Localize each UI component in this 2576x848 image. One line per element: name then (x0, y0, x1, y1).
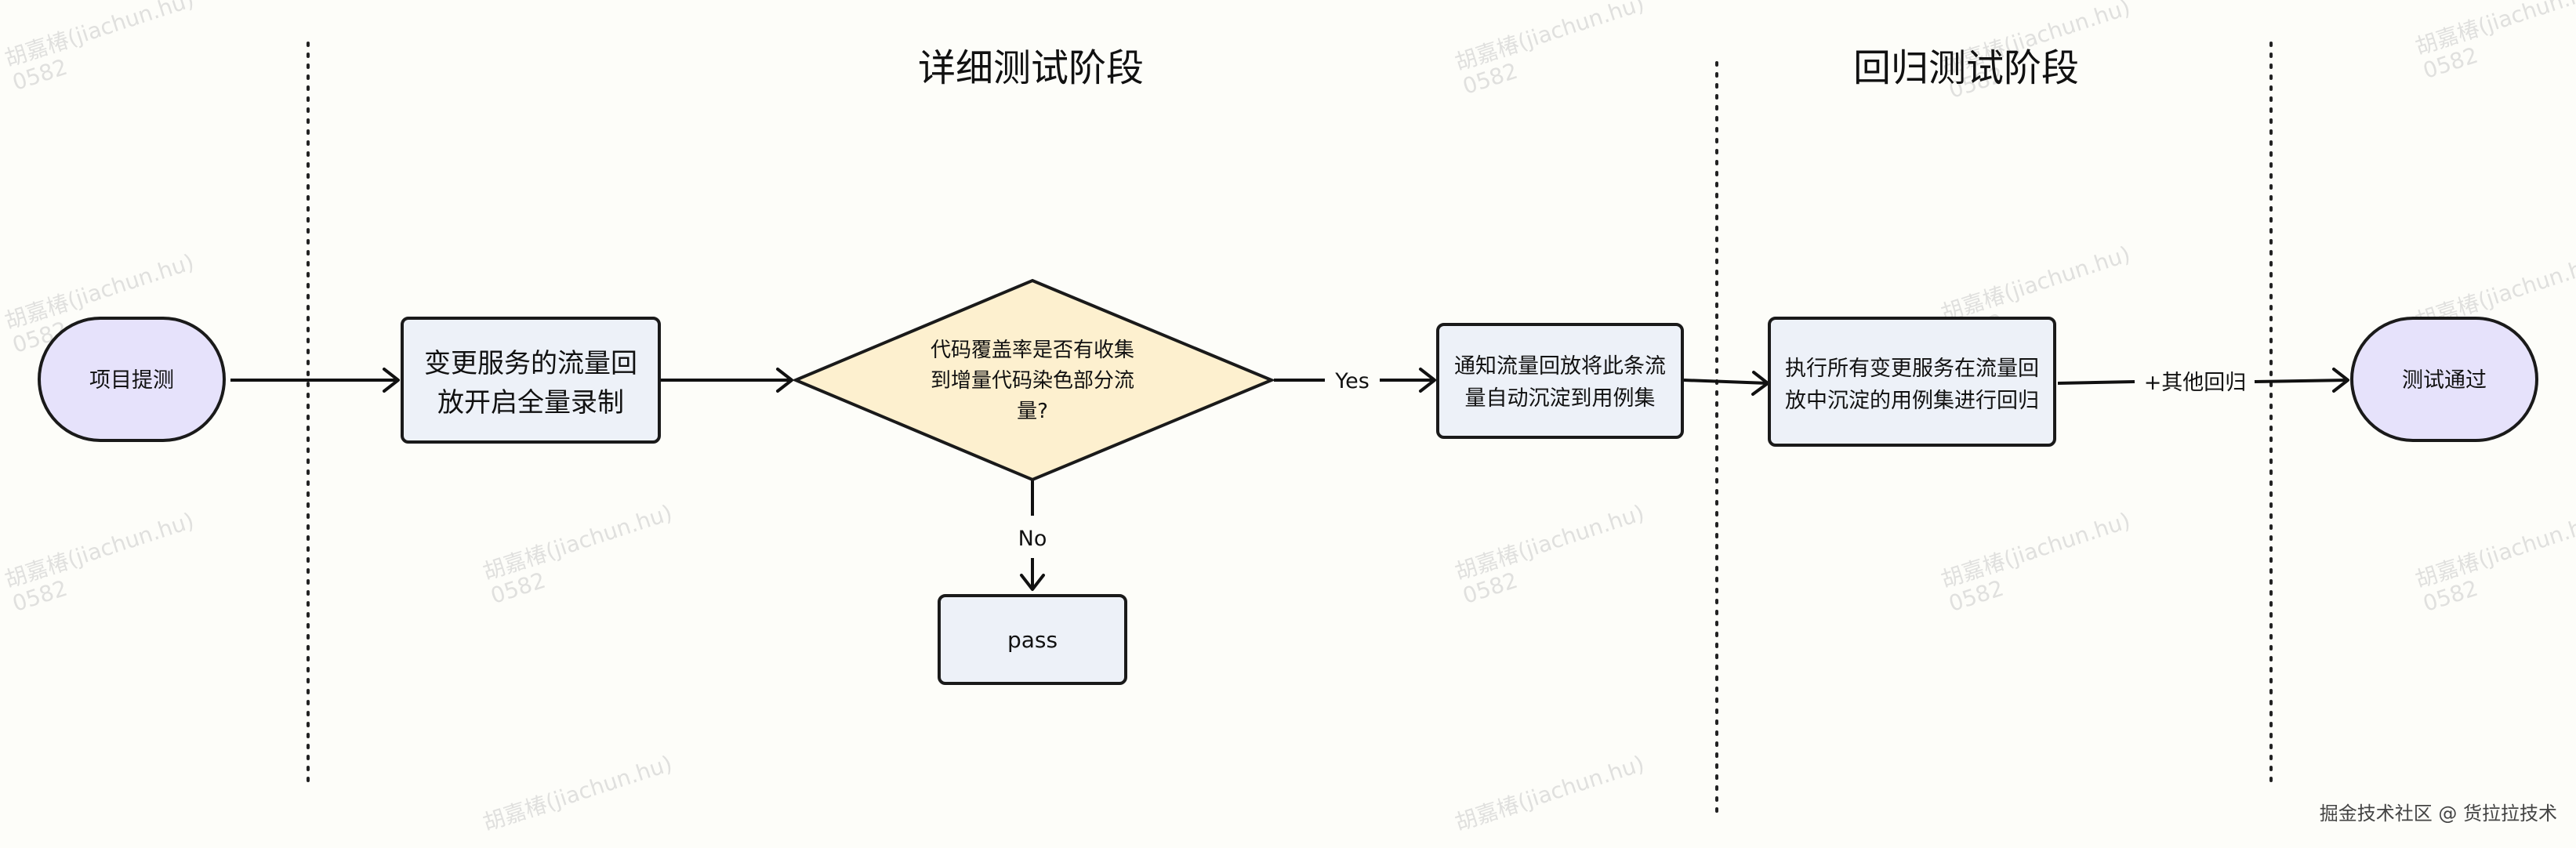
start-node: 项目提测 (38, 317, 226, 442)
decision-node-line-1: 代码覆盖率是否有收集 (931, 339, 1134, 362)
watermark: 胡嘉椿(jiachun.hu) 0582 (1452, 500, 1647, 610)
svg-text:胡嘉椿(jiachun.hu): 胡嘉椿(jiachun.hu) (1938, 241, 2133, 327)
svg-text:胡嘉椿(jiachun.hu): 胡嘉椿(jiachun.hu) (1452, 500, 1647, 585)
edge-label-other-regression: +其他回归 (2144, 371, 2247, 395)
edge-start-to-record (230, 368, 400, 393)
footer-credit: 掘金技术社区 @ 货拉拉技术 (2320, 803, 2557, 824)
notify-node-line-1: 通知流量回放将此条流 (1454, 354, 1666, 379)
edge-notify-to-execute (1683, 371, 1769, 396)
execute-node: 执行所有变更服务在流量回 放中沉淀的用例集进行回归 (1768, 317, 2056, 447)
svg-text:胡嘉椿(jiachun.hu): 胡嘉椿(jiachun.hu) (480, 751, 675, 836)
phase-title-detail: 详细测试阶段 (918, 46, 1144, 90)
execute-node-line-1: 执行所有变更服务在流量回 (1785, 357, 2039, 381)
edge-record-to-decision (661, 368, 793, 393)
edge-decision-yes (1274, 368, 1436, 393)
pass-node-label: pass (1007, 627, 1058, 653)
record-node-line-1: 变更服务的流量回 (424, 348, 637, 379)
svg-text:胡嘉椿(jiachun.hu): 胡嘉椿(jiachun.hu) (480, 500, 675, 585)
end-node-label: 测试通过 (2402, 368, 2487, 393)
notify-node: 通知流量回放将此条流 量自动沉淀到用例集 (1436, 323, 1684, 439)
watermark: 胡嘉椿(jiachun.hu) 0582 (1452, 0, 1647, 100)
execute-node-line-2: 放中沉淀的用例集进行回归 (1785, 389, 2039, 413)
record-node: 变更服务的流量回 放开启全量录制 (401, 317, 661, 444)
edge-label-yes: Yes (1334, 369, 1370, 393)
svg-text:胡嘉椿(jiachun.hu): 胡嘉椿(jiachun.hu) (1938, 508, 2133, 593)
decision-node-line-2: 到增量代码染色部分流 (931, 369, 1134, 393)
edge-label-no: No (1018, 527, 1047, 551)
start-node-label: 项目提测 (89, 368, 174, 393)
edge-execute-to-end (2057, 368, 2349, 393)
svg-text:胡嘉椿(jiachun.hu): 胡嘉椿(jiachun.hu) (2, 0, 197, 72)
watermark: 胡嘉椿(jiachun.hu) 0582 (2, 508, 197, 618)
svg-text:胡嘉椿(jiachun.hu): 胡嘉椿(jiachun.hu) (2, 508, 197, 593)
decision-node: 代码覆盖率是否有收集 到增量代码染色部分流 量? (791, 278, 1276, 482)
watermark: 胡嘉椿(jiachun.hu) 0582 (1938, 508, 2133, 618)
svg-text:胡嘉椿(jiachun.hu): 胡嘉椿(jiachun.hu) (2412, 0, 2576, 60)
pass-node: pass (938, 594, 1127, 685)
svg-text:胡嘉椿(jiachun.hu): 胡嘉椿(jiachun.hu) (1452, 751, 1647, 836)
edge-decision-no (1020, 480, 1045, 591)
svg-text:胡嘉椿(jiachun.hu): 胡嘉椿(jiachun.hu) (1452, 0, 1647, 76)
decision-node-line-3: 量? (1017, 400, 1048, 423)
watermark: 胡嘉椿(jiachun.hu) 0582 (2412, 508, 2576, 618)
watermark: 胡嘉椿(jiachun.hu) (1452, 751, 1647, 836)
watermark: 胡嘉椿(jiachun.hu) 0582 (2412, 0, 2576, 84)
watermark: 胡嘉椿(jiachun.hu) (480, 751, 675, 836)
record-node-line-2: 放开启全量录制 (437, 387, 624, 419)
watermark: 胡嘉椿(jiachun.hu) 0582 (2, 0, 197, 96)
watermark: 胡嘉椿(jiachun.hu) 0582 (480, 500, 675, 610)
notify-node-line-2: 量自动沉淀到用例集 (1465, 386, 1656, 411)
phase-title-regression: 回归测试阶段 (1853, 46, 2079, 90)
end-node: 测试通过 (2350, 317, 2538, 442)
svg-text:胡嘉椿(jiachun.hu): 胡嘉椿(jiachun.hu) (2412, 508, 2576, 593)
